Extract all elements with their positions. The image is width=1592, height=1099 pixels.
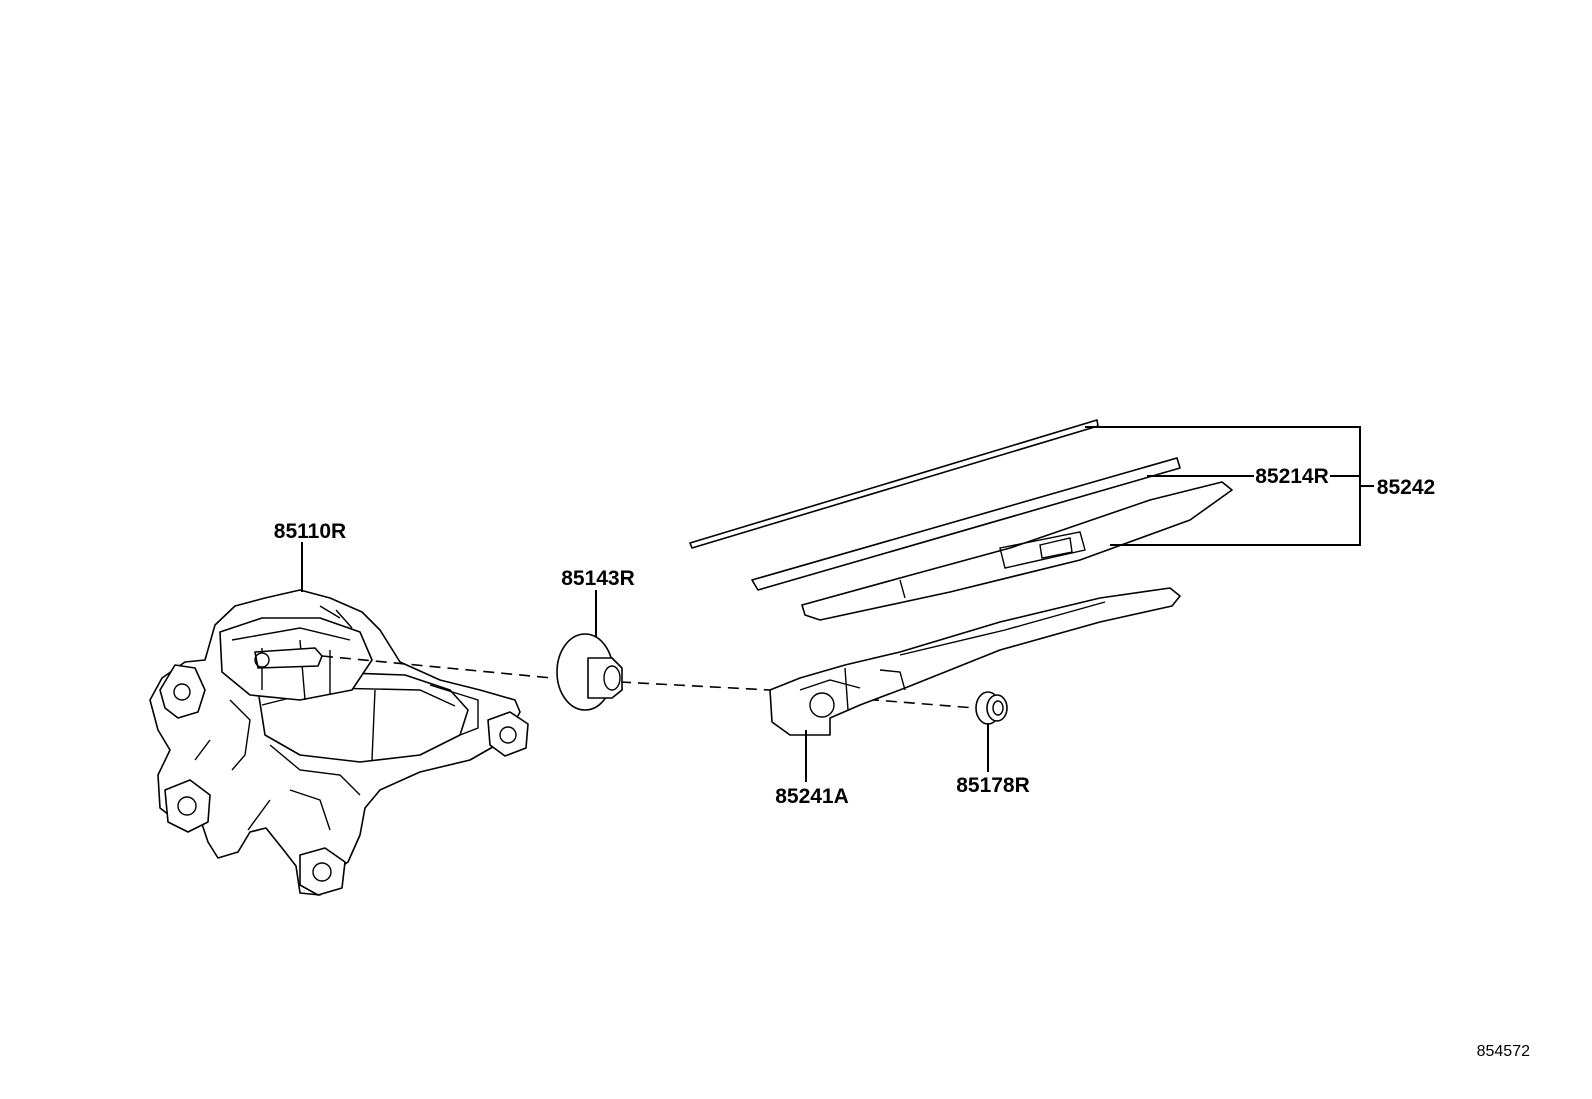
label-pivot-cap: 85143R — [561, 567, 635, 590]
label-wiper-motor: 85110R — [274, 520, 346, 543]
blade-insert-drawing — [751, 457, 1181, 591]
figure-number: 854572 — [1477, 1043, 1530, 1060]
assembly-axis-line — [619, 681, 771, 691]
blade-rubber-drawing — [689, 419, 1099, 549]
wiper-arm-drawing — [769, 587, 1181, 736]
label-arm-nut: 85178R — [956, 774, 1030, 797]
label-blade-assembly: 85242 — [1377, 476, 1435, 499]
wiper-motor-drawing — [149, 589, 529, 896]
wiper-blade-drawing — [801, 481, 1233, 621]
pivot-cap-drawing — [556, 633, 623, 711]
label-wiper-arm: 85241A — [775, 785, 849, 808]
assembly-axis-line — [321, 655, 553, 679]
arm-nut-drawing — [975, 691, 1008, 725]
label-blade-rubber: 85214R — [1255, 465, 1329, 488]
